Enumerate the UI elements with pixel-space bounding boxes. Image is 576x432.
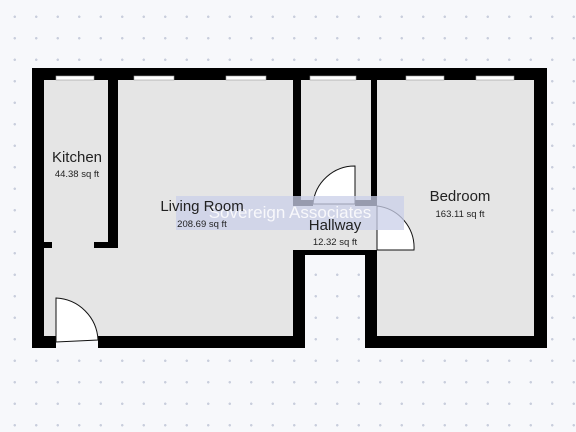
window-bedroom-1 xyxy=(405,75,445,81)
bedroom-area: 163.11 sq ft xyxy=(436,209,485,220)
hallway-door xyxy=(312,165,356,205)
wall-bottom-bedroom xyxy=(365,336,547,348)
wall-bedroom-left-lower xyxy=(365,254,377,348)
wall-hallway-left-lower xyxy=(293,254,305,348)
wall-top xyxy=(32,68,547,80)
hallway-area: 12.32 sq ft xyxy=(313,237,358,248)
bedroom-label: Bedroom xyxy=(430,188,491,205)
kitchen-area: 44.38 sq ft xyxy=(55,169,100,180)
wall-kitchen-right xyxy=(108,80,118,248)
watermark-text: Sovereign Associates xyxy=(209,203,372,222)
wall-hallway-bottom xyxy=(293,250,377,255)
wall-kitchen-stub-left xyxy=(44,242,52,248)
windows xyxy=(55,75,515,81)
hallway-label: Hallway xyxy=(309,217,362,234)
window-living-1 xyxy=(133,75,175,81)
entry-door xyxy=(55,297,99,343)
living-room-label: Living Room xyxy=(160,198,243,215)
window-bedroom-2 xyxy=(475,75,515,81)
window-kitchen xyxy=(55,75,95,81)
window-hallway xyxy=(309,75,357,81)
wall-living-hallway xyxy=(293,80,301,206)
wall-hallway-bedroom xyxy=(371,80,377,206)
wall-left xyxy=(32,68,44,348)
kitchen-label: Kitchen xyxy=(52,149,102,166)
wall-bottom-left xyxy=(32,336,56,348)
window-living-2 xyxy=(225,75,267,81)
wall-kitchen-stub-right xyxy=(94,242,118,248)
watermark-band xyxy=(176,196,404,230)
wall-right xyxy=(534,68,547,348)
living-room-area: 208.69 sq ft xyxy=(177,219,227,230)
wall-bottom-living xyxy=(98,336,305,348)
